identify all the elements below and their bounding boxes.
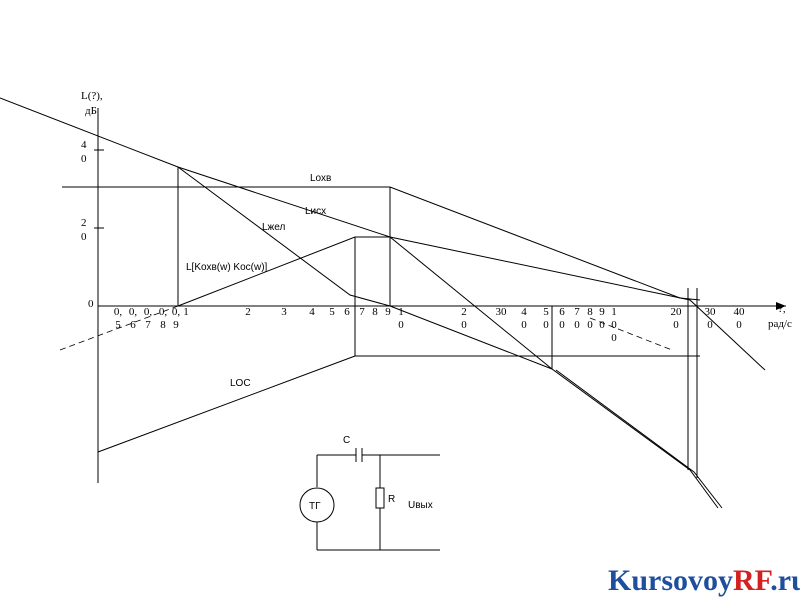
label-l-os: LОС	[230, 378, 251, 389]
x-tick-label-bottom: 0	[587, 319, 593, 331]
x-axis-label-line1: ?,	[778, 303, 786, 315]
x-tick-label-top: 0,	[129, 306, 138, 318]
x-tick-label-top: 9	[599, 306, 605, 318]
x-tick-label-top: 3	[281, 306, 287, 318]
y-tick-20-top: 2	[81, 217, 87, 229]
x-tick-label-bottom: 0	[574, 319, 580, 331]
curve-l-oxv	[62, 186, 701, 301]
x-tick-label-bottom: 0	[736, 319, 742, 331]
y-tick-40-bottom: 0	[81, 153, 87, 165]
x-tick-label-bottom: 0	[707, 319, 713, 331]
watermark-part1: Kursovoy	[608, 564, 733, 597]
x-tick-label-top: 9	[385, 306, 391, 318]
label-l-zhel: Lжел	[262, 222, 285, 233]
x-tick-label-bottom: 0	[543, 319, 549, 331]
x-tick-label-top: 4	[309, 306, 315, 318]
x-tick-label-top: 2	[461, 306, 467, 318]
x-tick-label-top: 30	[705, 306, 717, 318]
x-tick-label-top: 0,	[159, 306, 168, 318]
x-tick-label-bottom: 7	[145, 319, 151, 331]
x-tick-label-bottom: 0	[398, 319, 404, 331]
curve-l-os-rising	[97, 355, 356, 453]
x-tick-label-bottom: 5	[115, 319, 121, 331]
x-tick-label-bottom: 0	[461, 319, 467, 331]
x-tick-label-mid: 0	[611, 319, 617, 331]
tachogenerator-label: ТГ	[309, 501, 321, 512]
y-zero-label: 0	[88, 298, 94, 310]
label-l-product: L[Kохв(w) Kос(w)]	[186, 262, 268, 273]
y-tick-40-top: 4	[81, 139, 87, 151]
x-tick-label-top: 5	[329, 306, 335, 318]
y-axis-label-line1: L(?),	[81, 90, 103, 102]
capacitor-label: C	[343, 435, 350, 446]
x-tick-label-bottom: 0	[611, 332, 617, 344]
x-tick-label-top: 7	[359, 306, 365, 318]
x-tick-label-top: 8	[587, 306, 593, 318]
x-tick-label-bottom: 6	[130, 319, 136, 331]
curve-l-product	[177, 236, 553, 370]
x-tick-label-bottom: 0	[599, 319, 605, 331]
x-tick-label-bottom: 0	[673, 319, 679, 331]
x-tick-label-top: 1	[398, 306, 404, 318]
curve-l-zhel-double	[555, 369, 723, 509]
output-voltage-label: Uвых	[408, 500, 433, 511]
x-tick-label-top: 0,	[114, 306, 123, 318]
x-tick-label-bottom: 0	[559, 319, 565, 331]
x-tick-label-top: 20	[671, 306, 683, 318]
label-l-oxv: Lохв	[310, 173, 331, 184]
y-tick-20-bottom: 0	[81, 231, 87, 243]
resistor-symbol	[375, 487, 385, 509]
x-tick-label-top: 40	[734, 306, 746, 318]
x-tick-label-top: 6	[344, 306, 350, 318]
y-axis-label-line2: дБ	[85, 105, 97, 117]
x-tick-label-bottom: 9	[173, 319, 179, 331]
x-tick-label-top: 1	[611, 306, 617, 318]
x-tick-label-top: 4	[521, 306, 527, 318]
dashed-line-left	[59, 305, 179, 351]
x-tick-label-bottom: 0	[521, 319, 527, 331]
x-tick-label-top: 2	[245, 306, 251, 318]
circuit-diagram: C ТГ R Uвых	[299, 435, 440, 551]
watermark-part3: .ru	[770, 564, 800, 597]
watermark-part2: RF	[733, 564, 772, 597]
x-tick-label-top: 6	[559, 306, 565, 318]
curve-l-zhel	[177, 166, 719, 509]
x-tick-label-top: 8	[372, 306, 378, 318]
x-tick-label-top: 1	[183, 306, 189, 318]
x-tick-label-top: 5	[543, 306, 549, 318]
x-tick-label-top: 30	[496, 306, 508, 318]
x-tick-label-top: 7	[574, 306, 580, 318]
resistor-label: R	[388, 494, 395, 505]
x-axis-label-line2: рад/с	[768, 318, 792, 330]
x-tick-label-top: 0,	[172, 306, 181, 318]
dashed-line-right	[589, 317, 673, 351]
x-tick-label-bottom: 8	[160, 319, 166, 331]
watermark: KursovoyRF.ru	[608, 564, 800, 597]
x-axis-arrow	[776, 302, 786, 310]
label-l-isx: Lисх	[305, 206, 326, 217]
x-tick-label-top: 0,	[144, 306, 153, 318]
